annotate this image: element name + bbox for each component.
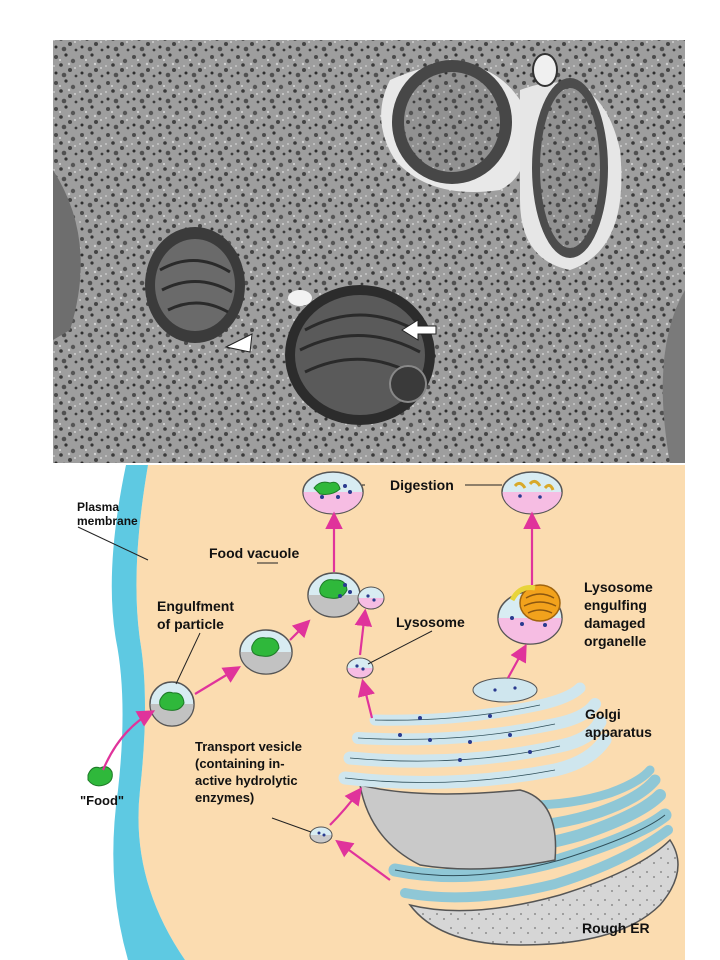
label-lysosome-engulfing: Lysosome engulfing damaged organelle (584, 579, 657, 649)
transport-vesicle (309, 826, 333, 844)
label-rough-er: Rough ER (582, 920, 650, 936)
digestion-vesicle-right (501, 471, 563, 515)
digestion-vesicle-left (302, 471, 364, 515)
label-digestion: Digestion (390, 477, 454, 493)
leader-lines (77, 484, 502, 833)
engulfment-vesicle (149, 681, 195, 727)
label-food-vacuole: Food vacuole (209, 545, 299, 561)
cell-diagram: Plasma membrane Food vacuole Engulfment … (77, 465, 685, 960)
electron-micrograph (53, 40, 685, 463)
label-plasma-membrane: Plasma membrane (77, 500, 138, 528)
golgi-buds (472, 677, 538, 703)
food-vacuole (307, 572, 385, 618)
label-golgi: Golgi apparatus (585, 706, 652, 740)
internal-food-vesicle (239, 629, 293, 675)
rough-er (388, 765, 679, 946)
label-engulfment: Engulfment of particle (157, 598, 238, 632)
label-lysosome: Lysosome (396, 614, 465, 630)
lysosome (346, 657, 374, 679)
plasma-membrane (111, 465, 185, 960)
lysosome-engulfing-organelle (497, 584, 563, 645)
process-arrows (101, 511, 541, 881)
label-transport-vesicle: Transport vesicle (containing in- active… (195, 739, 306, 805)
golgi-apparatus (338, 682, 612, 870)
food-particle (87, 766, 113, 787)
label-food: "Food" (80, 793, 124, 808)
